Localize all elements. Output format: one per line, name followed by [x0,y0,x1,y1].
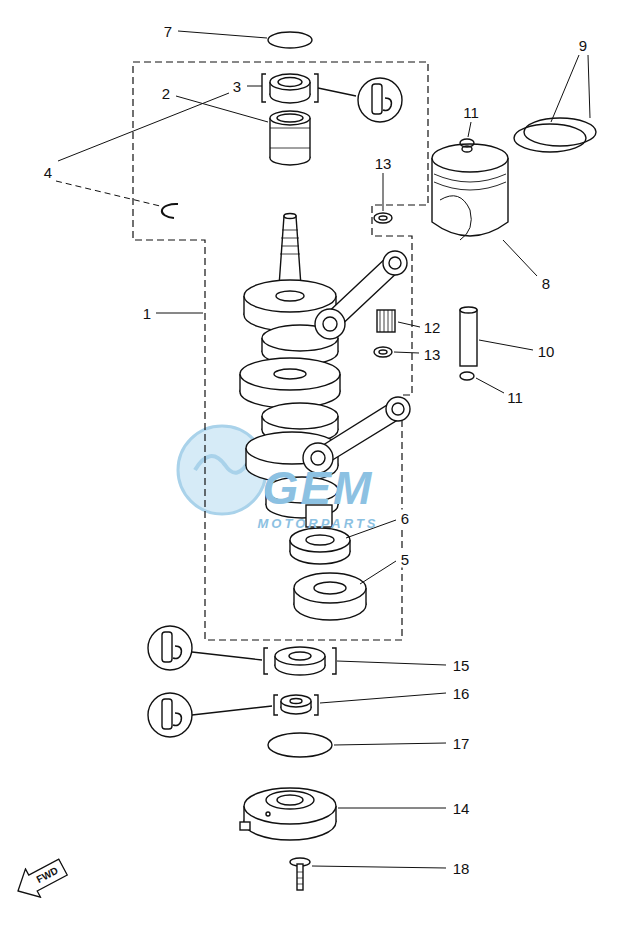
watermark-text: MOTORPARTS [255,516,380,531]
callout-number: 11 [461,104,481,121]
callout-number: 4 [42,164,54,181]
arrow-shape [10,853,70,905]
callout-number: 18 [451,860,472,877]
callout-number: 13 [373,155,394,172]
callout-number: 12 [422,319,443,336]
callout-number: 16 [451,685,472,702]
callout-number: 11 [505,389,525,406]
callout-number: 10 [536,343,557,360]
watermark-text: GEM [261,464,376,512]
callout-number: 1 [141,305,153,322]
callout-number: 14 [451,800,472,817]
callout-number: 15 [451,657,472,674]
callout-number: 6 [399,510,411,527]
callout-number: 8 [540,275,552,292]
callout-number: 9 [577,37,589,54]
callout-number: 17 [451,735,472,752]
callout-number: 7 [162,23,174,40]
callout-number: 5 [399,551,411,568]
callout-number: 13 [422,346,443,363]
forward-arrow: FWD [9,852,72,907]
callout-number: 3 [231,78,243,95]
callout-number: 2 [160,85,172,102]
